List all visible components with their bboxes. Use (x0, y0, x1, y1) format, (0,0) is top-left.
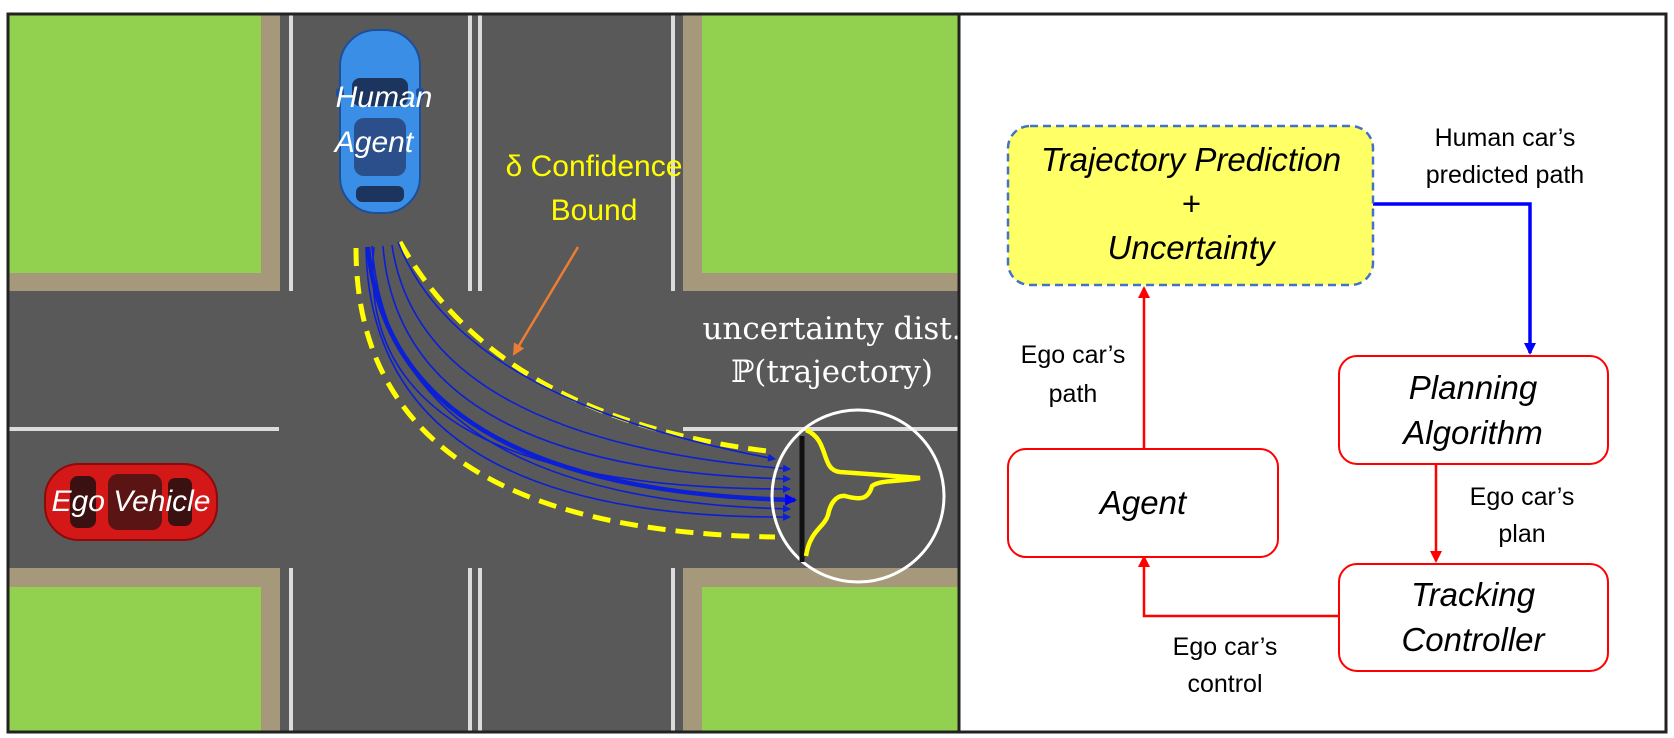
flow-diagram: Trajectory Prediction + Uncertainty Plan… (1006, 124, 1609, 698)
grass-block-bottom-left (9, 568, 280, 731)
tracking-controller-box: Tracking Controller (1338, 563, 1609, 672)
ego-vehicle-label: Ego Vehicle (52, 485, 211, 518)
agent-box: Agent (1007, 448, 1279, 558)
edge-ego-path-label-line1: Ego car’s (1021, 341, 1126, 369)
figure-frame (6, 12, 1668, 734)
planning-algorithm-line2: Algorithm (1401, 414, 1542, 451)
tracking-controller-line1: Tracking (1411, 576, 1536, 613)
trajectory-prediction-line3: Uncertainty (1108, 229, 1277, 266)
trajectory-prediction-line2: + (1181, 185, 1200, 222)
human-agent-car (336, 29, 424, 214)
grass-block-top-right (683, 15, 958, 291)
edge-ego-control-label-line1: Ego car’s (1173, 633, 1278, 661)
human-agent-label-line1: Human (336, 81, 433, 114)
edge-ego-control-label-line2: control (1187, 670, 1262, 698)
confidence-label-line2: Bound (551, 194, 638, 227)
intersection-scene: Human Agent δ Confidence Bound uncertain… (9, 15, 961, 731)
edge-ego-path-label-line2: path (1049, 380, 1098, 408)
trajectory-prediction-line1: Trajectory Prediction (1041, 141, 1341, 178)
confidence-bound-outer (353, 247, 776, 540)
grass-block-bottom-right (683, 568, 958, 731)
edge-ego-plan-label-line1: Ego car’s (1470, 483, 1575, 511)
mean-trajectory (365, 246, 797, 506)
ego-vehicle-car (44, 463, 218, 541)
edge-predicted-path-label-line2: predicted path (1426, 161, 1584, 189)
uncertainty-label-line2: ℙ(trajectory) (731, 354, 933, 390)
tracking-controller-line2: Controller (1401, 621, 1546, 658)
lane-markings (9, 15, 958, 731)
confidence-bound-inner (397, 240, 776, 455)
uncertainty-label-line1: uncertainty dist. (702, 311, 961, 347)
uncertainty-distribution (770, 408, 946, 584)
trajectory-prediction-box: Trajectory Prediction + Uncertainty (1006, 124, 1375, 287)
grass-block-top-left (9, 15, 280, 291)
human-agent-label-line2: Agent (333, 126, 415, 159)
edge-ego-control (1138, 555, 1339, 618)
planning-algorithm-line1: Planning (1409, 369, 1538, 406)
edge-predicted-path (1373, 202, 1536, 355)
planning-algorithm-box: Planning Algorithm (1338, 355, 1609, 465)
edge-ego-plan-label-line2: plan (1498, 520, 1545, 548)
confidence-label-line1: δ Confidence (506, 150, 683, 183)
confidence-pointer-arrow (512, 246, 580, 356)
agent-label: Agent (1098, 484, 1188, 521)
edge-predicted-path-label-line1: Human car’s (1435, 124, 1576, 152)
